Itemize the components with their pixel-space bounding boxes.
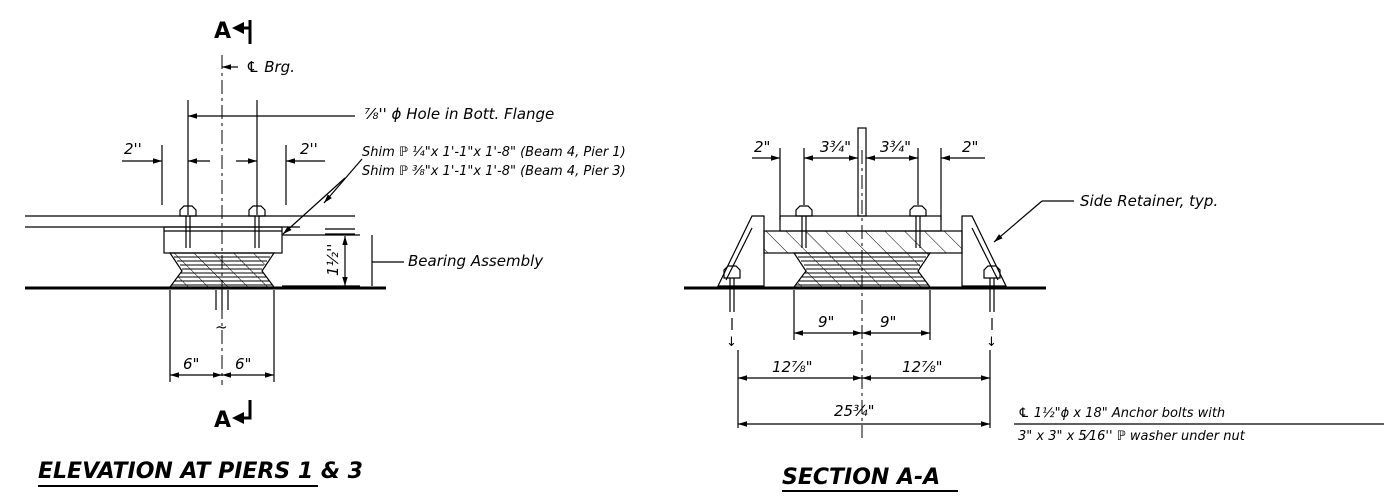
anchor-note-line1: ℄ 1½"ϕ x 18" Anchor bolts with [1018, 406, 1225, 421]
side-retainer-right [961, 215, 1007, 287]
retainer-left-inner [725, 227, 753, 281]
section-arrowhead-top [232, 22, 244, 34]
anchor-bolt-right: ↓ [983, 265, 1001, 350]
cl-brg-label: ℄ Brg. [246, 58, 295, 76]
anchor-note-line2: 3" x 3" x 5⁄16'' ℙ washer under nut [1018, 429, 1246, 444]
elevation-title: ELEVATION AT PIERS 1 & 3 [38, 459, 363, 484]
dim-2-right: 2" [962, 138, 978, 156]
shim-leader-1 [323, 158, 363, 204]
dim-6-right: 6" [235, 355, 251, 373]
dim-2-left: 2" [754, 138, 770, 156]
break-symbol: ~ [215, 318, 228, 336]
flange-bolt-left [795, 205, 813, 248]
dim-2-right: 2'' [300, 140, 318, 158]
bearing-laminations [172, 256, 272, 286]
dim-6-left: 6" [183, 355, 199, 373]
dim-half: 1½'' [324, 244, 342, 276]
dim-9-right: 9" [880, 313, 896, 331]
svg-text:↓: ↓ [986, 335, 997, 350]
bolt-left [179, 205, 197, 248]
dim-334-left: 3¾" [820, 138, 851, 156]
section-mark-bottom: A [214, 408, 231, 433]
bearing-assembly-label: Bearing Assembly [408, 252, 544, 270]
bottom-flange [779, 215, 942, 232]
section-bearing-laminations [796, 256, 928, 286]
side-retainer-left [717, 215, 765, 287]
shim-note-pier3: Shim ℙ ⅜"x 1'-1"x 1'-8" (Beam 4, Pier 3) [362, 164, 626, 179]
hole-note: ⅞'' ϕ Hole in Bott. Flange [364, 105, 554, 123]
dim-2-left: 2'' [124, 140, 142, 158]
elevation-view: A A ℄ Brg. ⅞'' ϕ Hole in Bott. Flange 2'… [25, 19, 626, 487]
elastomeric-bearing [168, 252, 276, 288]
elastomeric-bearing [792, 252, 932, 288]
dim-2534: 25¾" [834, 402, 875, 420]
retainer-leader [993, 200, 1043, 243]
retainer-right-inner [971, 227, 999, 281]
shim-note-pier1: Shim ℙ ¼"x 1'-1"x 1'-8" (Beam 4, Pier 1) [362, 145, 626, 160]
section-arrowhead-bottom [232, 412, 244, 424]
shim-leader-3 [282, 177, 346, 235]
flange-bolt-right [909, 205, 927, 248]
dim-9-left: 9" [818, 313, 834, 331]
side-retainer-label: Side Retainer, typ. [1080, 192, 1218, 210]
dim-1278-right: 12⅞" [902, 358, 943, 376]
section-title: SECTION A-A [782, 465, 940, 490]
dim-334-right: 3¾" [880, 138, 911, 156]
sole-plate [763, 230, 963, 254]
anchor-bolt-left: ↓ [723, 265, 741, 350]
dim-1278-left: 12⅞" [772, 358, 813, 376]
section-view: 2" 3¾" 3¾" 2" Side Retainer, [684, 127, 1384, 492]
svg-text:↓: ↓ [726, 335, 737, 350]
bolt-right [248, 205, 266, 248]
section-mark-top: A [214, 19, 231, 44]
